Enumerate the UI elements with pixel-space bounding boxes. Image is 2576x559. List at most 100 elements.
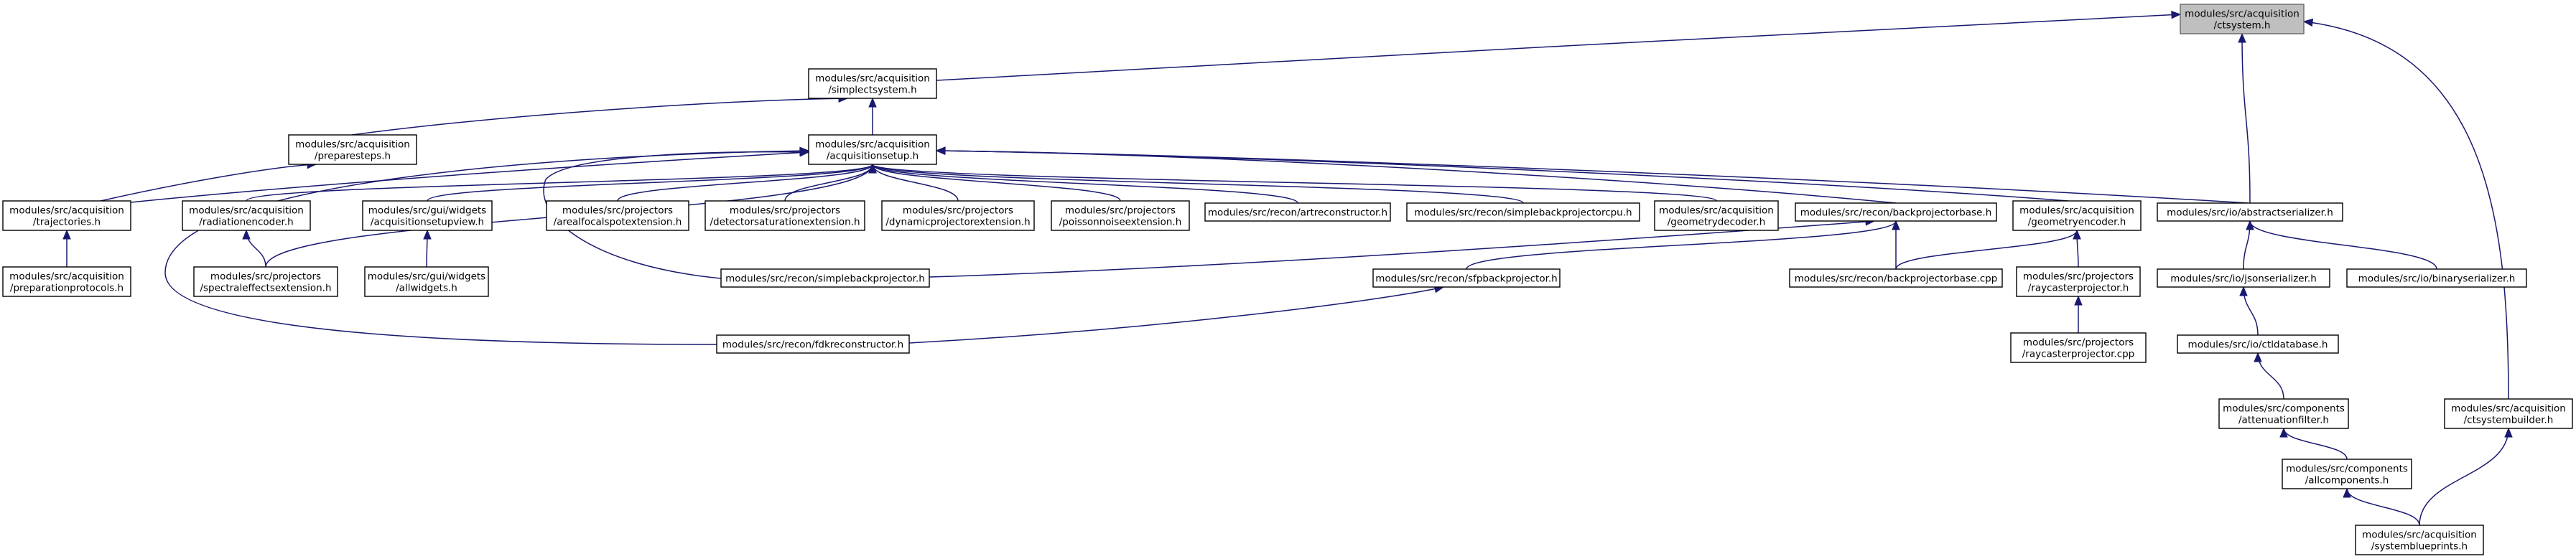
- node-label-geometryencoder-line2: /geometryencoder.h: [2028, 217, 2126, 228]
- node-geometryencoder[interactable]: modules/src/acquisition/geometryencoder.…: [2012, 200, 2142, 231]
- node-ctsystem[interactable]: modules/src/acquisition/ctsystem.h: [2180, 4, 2305, 34]
- edge-allcomponents-to-attenuationfilter: [2283, 428, 2348, 460]
- edge-geometryencoder-to-acquisitionsetup: [936, 150, 2069, 202]
- node-simplebackprojector[interactable]: modules/src/recon/simplebackprojector.h: [720, 268, 930, 288]
- node-systemblueprints[interactable]: modules/src/acquisition/systemblueprints…: [2355, 525, 2484, 555]
- node-label-simplebackprojectorcpu-line1: modules/src/recon/simplebackprojectorcpu…: [1414, 207, 1632, 219]
- node-abstractserializer[interactable]: modules/src/io/abstractserializer.h: [2157, 202, 2343, 222]
- edge-geometrydecoder-to-acquisitionsetup: [872, 164, 1717, 202]
- node-allwidgets[interactable]: modules/src/gui/widgets/allwidgets.h: [364, 266, 489, 297]
- node-label-fdkreconstructor-line1: modules/src/recon/fdkreconstructor.h: [722, 339, 903, 351]
- node-box-radiationencoder: [182, 200, 311, 231]
- node-label-detectorsaturationextension-line2: /detectorsaturationextension.h: [710, 217, 860, 228]
- edge-acquisitionsetupview-to-acquisitionsetup: [427, 164, 873, 202]
- edge-simplebackprojectorcpu-to-acquisitionsetup: [872, 164, 1524, 204]
- edge-radiationencoder-to-acquisitionsetup: [246, 164, 873, 202]
- node-trajectories[interactable]: modules/src/acquisition/trajectories.h: [2, 200, 131, 231]
- node-label-abstractserializer-line1: modules/src/io/abstractserializer.h: [2167, 207, 2333, 219]
- node-attenuationfilter[interactable]: modules/src/components/attenuationfilter…: [2218, 398, 2349, 429]
- node-backprojectorbase[interactable]: modules/src/recon/backprojectorbase.h: [1795, 202, 1997, 222]
- node-raycasterprojector_cpp[interactable]: modules/src/projectors/raycasterprojecto…: [2010, 332, 2147, 363]
- arrowhead-simplectsystem-to-ctsystem: [2171, 10, 2182, 19]
- node-acquisitionsetup[interactable]: modules/src/acquisition/acquisitionsetup…: [808, 134, 937, 165]
- node-arealfocalspotextension[interactable]: modules/src/projectors/arealfocalspotext…: [546, 200, 689, 231]
- node-box-ctsystembuilder: [2444, 398, 2573, 429]
- node-label-artreconstructor-line1: modules/src/recon/artreconstructor.h: [1208, 207, 1387, 219]
- node-box-preparationprotocols: [2, 266, 131, 297]
- arrowhead-systemblueprints-to-ctsystembuilder: [2504, 427, 2513, 438]
- arrowhead-preparationprotocols-to-trajectories: [62, 229, 71, 240]
- edge-detectorsaturationextension-to-acquisitionsetup: [784, 164, 873, 202]
- node-box-binaryserializer: [2346, 268, 2527, 288]
- edge-dynamicprojectorextension-to-acquisitionsetup: [872, 164, 959, 202]
- node-backprojectorbase_cpp[interactable]: modules/src/recon/backprojectorbase.cpp: [1789, 268, 2003, 288]
- node-artreconstructor[interactable]: modules/src/recon/artreconstructor.h: [1204, 202, 1391, 222]
- node-sfpbackprojector[interactable]: modules/src/recon/sfpbackprojector.h: [1372, 268, 1561, 288]
- node-box-systemblueprints: [2355, 525, 2484, 555]
- arrowhead-systemblueprints-to-allcomponents: [2343, 487, 2351, 498]
- edge-fdkreconstructor-to-sfpbackprojector: [908, 286, 1444, 344]
- node-label-acquisitionsetup-line1: modules/src/acquisition: [815, 139, 930, 151]
- node-label-radiationencoder-line2: /radiationencoder.h: [199, 217, 293, 228]
- edge-sfpbackprojector-to-backprojectorbase: [1466, 220, 1897, 270]
- node-ctsystembuilder[interactable]: modules/src/acquisition/ctsystembuilder.…: [2444, 398, 2573, 429]
- arrowhead-abstractserializer-to-acquisitionsetup: [935, 146, 946, 155]
- node-label-poissonnoiseextension-line2: /poissonnoiseextension.h: [1059, 217, 1182, 228]
- node-box-dynamicprojectorextension: [881, 200, 1035, 231]
- node-simplebackprojectorcpu[interactable]: modules/src/recon/simplebackprojectorcpu…: [1406, 202, 1640, 222]
- node-label-ctldatabase-line1: modules/src/io/ctldatabase.h: [2188, 339, 2328, 351]
- edge-artreconstructor-to-acquisitionsetup: [872, 164, 1298, 204]
- node-label-allwidgets-line2: /allwidgets.h: [396, 283, 457, 294]
- node-label-arealfocalspotextension-line2: /arealfocalspotextension.h: [554, 217, 682, 228]
- node-label-raycasterprojector_cpp-line2: /raycasterprojector.cpp: [2022, 349, 2135, 360]
- node-acquisitionsetupview[interactable]: modules/src/gui/widgets/acquisitionsetup…: [362, 200, 493, 231]
- node-allcomponents[interactable]: modules/src/components/allcomponents.h: [2282, 459, 2412, 489]
- node-label-simplectsystem-line2: /simplectsystem.h: [828, 85, 916, 96]
- node-geometrydecoder[interactable]: modules/src/acquisition/geometrydecoder.…: [1654, 200, 1779, 231]
- edge-poissonnoiseextension-to-acquisitionsetup: [872, 164, 1121, 202]
- node-box-acquisitionsetupview: [362, 200, 493, 231]
- node-label-acquisitionsetupview-line2: /acquisitionsetupview.h: [371, 217, 484, 228]
- node-label-allcomponents-line2: /allcomponents.h: [2305, 475, 2389, 487]
- node-radiationencoder[interactable]: modules/src/acquisition/radiationencoder…: [182, 200, 311, 231]
- arrowhead-binaryserializer-to-abstractserializer: [2246, 220, 2254, 230]
- edge-backprojectorbase-to-acquisitionsetup: [936, 150, 1897, 204]
- node-raycasterprojector_h[interactable]: modules/src/projectors/raycasterprojecto…: [2016, 266, 2141, 297]
- node-preparationprotocols[interactable]: modules/src/acquisition/preparationproto…: [2, 266, 131, 297]
- edge-binaryserializer-to-abstractserializer: [2249, 220, 2437, 270]
- arrowhead-backprojectorbase_cpp-to-backprojectorbase: [1892, 220, 1900, 230]
- node-label-spectraleffectsextension-line2: /spectraleffectsextension.h: [200, 283, 331, 294]
- node-label-jsonserializer-line1: modules/src/io/jsonserializer.h: [2170, 273, 2317, 285]
- node-preparesteps[interactable]: modules/src/acquisition/preparesteps.h: [288, 134, 417, 165]
- arrowhead-geometrydecoder-to-acquisitionsetup: [868, 163, 877, 174]
- node-label-ctsystembuilder-line2: /ctsystembuilder.h: [2464, 415, 2554, 426]
- arrowhead-ctsystembuilder-to-ctsystem: [2302, 18, 2314, 27]
- node-simplectsystem[interactable]: modules/src/acquisition/simplectsystem.h: [808, 68, 937, 99]
- node-label-simplectsystem-line1: modules/src/acquisition: [815, 73, 930, 85]
- edge-attenuationfilter-to-ctldatabase: [2257, 352, 2284, 400]
- node-label-attenuationfilter-line1: modules/src/components: [2223, 403, 2345, 415]
- node-box-simplectsystem: [808, 68, 937, 99]
- node-detectorsaturationextension[interactable]: modules/src/projectors/detectorsaturatio…: [705, 200, 865, 231]
- node-box-abstractserializer: [2157, 202, 2343, 222]
- node-binaryserializer[interactable]: modules/src/io/binaryserializer.h: [2346, 268, 2527, 288]
- node-label-ctsystem-line2: /ctsystem.h: [2214, 20, 2271, 32]
- node-box-trajectories: [2, 200, 131, 231]
- node-label-raycasterprojector_h-line1: modules/src/projectors: [2023, 271, 2134, 283]
- node-spectraleffectsextension[interactable]: modules/src/projectors/spectraleffectsex…: [193, 266, 338, 297]
- node-box-poissonnoiseextension: [1051, 200, 1190, 231]
- node-ctldatabase[interactable]: modules/src/io/ctldatabase.h: [2177, 334, 2339, 354]
- file-nodes: modules/src/acquisition/ctsystem.hmodule…: [2, 4, 2573, 555]
- arrowhead-ctldatabase-to-jsonserializer: [2239, 286, 2248, 296]
- arrowhead-allcomponents-to-attenuationfilter: [2279, 427, 2288, 438]
- node-fdkreconstructor[interactable]: modules/src/recon/fdkreconstructor.h: [716, 334, 910, 354]
- node-label-poissonnoiseextension-line1: modules/src/projectors: [1065, 205, 1176, 217]
- arrowhead-acquisitionsetup-to-simplectsystem: [868, 97, 877, 108]
- node-jsonserializer[interactable]: modules/src/io/jsonserializer.h: [2157, 268, 2330, 288]
- node-label-radiationencoder-line1: modules/src/acquisition: [189, 205, 304, 217]
- node-poissonnoiseextension[interactable]: modules/src/projectors/poissonnoiseexten…: [1051, 200, 1190, 231]
- node-dynamicprojectorextension[interactable]: modules/src/projectors/dynamicprojectore…: [881, 200, 1035, 231]
- node-box-attenuationfilter: [2218, 398, 2349, 429]
- node-label-spectraleffectsextension-line1: modules/src/projectors: [210, 271, 321, 283]
- node-label-preparationprotocols-line2: /preparationprotocols.h: [10, 283, 124, 294]
